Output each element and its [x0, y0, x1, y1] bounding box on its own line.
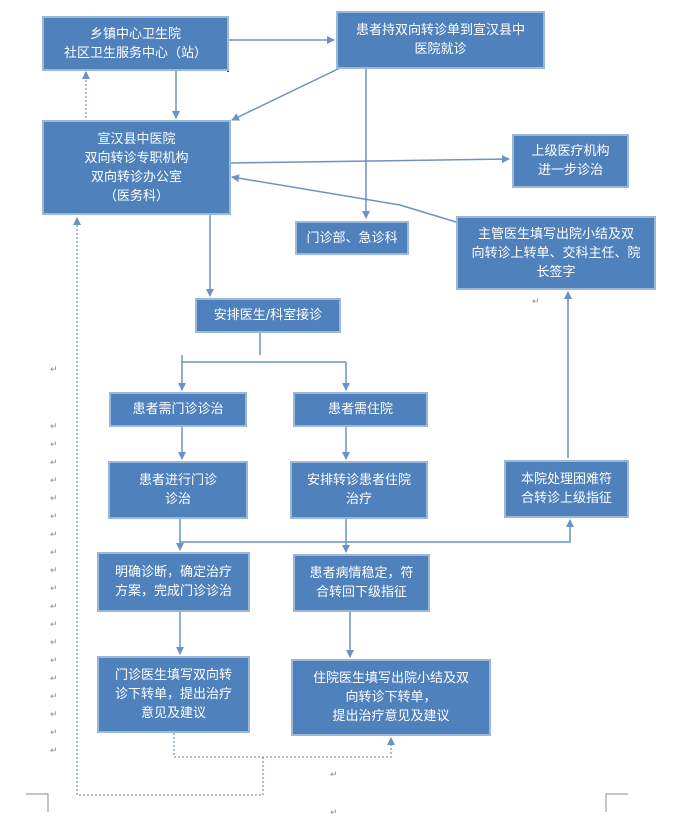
- paragraph-mark: ↵: [50, 620, 58, 630]
- node-outpatient-emergency: 门诊部、急诊科: [295, 221, 409, 255]
- node-arrange-inpatient: 安排转诊患者住院 治疗: [290, 461, 428, 519]
- paragraph-mark: ↵: [50, 458, 58, 468]
- node-township: 乡镇中心卫生院 社区卫生服务中心（站）: [42, 16, 229, 71]
- paragraph-mark: ↵: [50, 440, 58, 450]
- paragraph-mark: ↵: [50, 692, 58, 702]
- corner-mark-right: [605, 793, 628, 812]
- node-text: 社区卫生服务中心（站）: [63, 45, 207, 61]
- node-text: 宣汉县中医院: [97, 131, 176, 147]
- paragraph-mark: ↵: [50, 530, 58, 540]
- node-text: 提出治疗意见及建议: [332, 709, 450, 724]
- node-outpatient-doctor: 门诊医生填写双向转 诊下转单，提出治疗 意见及建议: [97, 656, 250, 733]
- node-text: 安排医生/科室接诊: [213, 308, 323, 323]
- node-text: 双向转诊办公室: [90, 169, 182, 185]
- node-text: 医院就诊: [414, 42, 467, 57]
- node-text: 门诊医生填写双向转: [114, 668, 232, 683]
- node-arrange: 安排医生/科室接诊: [195, 298, 341, 333]
- node-text: 患者病情稳定，符: [309, 566, 414, 581]
- node-need-inpatient: 患者需住院: [293, 392, 428, 427]
- node-stable: 患者病情稳定，符 合转回下级指征: [293, 554, 430, 612]
- node-text: 合转诊上级指征: [520, 491, 612, 506]
- node-text: 双向转诊专职机构: [84, 150, 189, 166]
- node-text: 主管医生填写出院小结及双: [477, 226, 634, 242]
- node-superior: 上级医疗机构 进一步诊治: [512, 134, 629, 188]
- node-text: 患者需住院: [327, 402, 393, 417]
- node-text: 长签字: [536, 264, 576, 280]
- node-need-outpatient: 患者需门诊诊治: [109, 392, 247, 427]
- paragraph-mark: ↵: [330, 770, 338, 780]
- node-text: 明确诊断，确定治疗: [114, 565, 232, 580]
- node-do-outpatient: 患者进行门诊 诊治: [108, 461, 248, 519]
- paragraph-mark: ↵: [50, 548, 58, 558]
- node-text: 患者持双向转诊单到宣汉县中: [355, 23, 525, 38]
- arrow-to-difficult: [179, 519, 574, 543]
- paragraph-mark: ↵: [50, 494, 58, 504]
- paragraph-mark: ↵: [50, 476, 58, 486]
- node-text: 意见及建议: [140, 706, 206, 721]
- node-text: 上级医疗机构: [531, 144, 610, 159]
- paragraph-mark: ↵: [50, 512, 58, 522]
- node-text: 向转诊上转单、交科主任、院: [471, 245, 641, 261]
- node-text: 诊下转单，提出治疗: [114, 687, 232, 702]
- node-text: 乡镇中心卫生院: [89, 26, 181, 42]
- node-attending-sign: 主管医生填写出院小结及双 向转诊上转单、交科主任、院 长签字: [456, 216, 656, 290]
- paragraph-mark: ↵: [50, 602, 58, 612]
- paragraph-mark: ↵: [50, 710, 58, 720]
- node-text: 安排转诊患者住院: [306, 473, 411, 488]
- paragraph-mark: ↵: [50, 365, 58, 375]
- node-text: 本院处理困难符: [520, 472, 612, 487]
- dotted-return-to-office: [73, 217, 264, 796]
- node-text: 治疗: [345, 492, 372, 507]
- node-text: 门诊部、急诊科: [306, 230, 398, 246]
- node-hospital-office: 宣汉县中医院 双向转诊专职机构 双向转诊办公室 （医务科）: [42, 120, 231, 215]
- node-inpatient-doctor: 住院医生填写出院小结及双 向转诊下转单， 提出治疗意见及建议: [291, 659, 491, 736]
- paragraph-mark: ↵: [50, 746, 58, 756]
- corner-mark-left: [26, 793, 49, 812]
- arrow-office-to-superior: [229, 155, 510, 164]
- node-text: 进一步诊治: [537, 163, 603, 178]
- paragraph-mark: ↵: [532, 297, 540, 307]
- node-text: （医务科）: [103, 188, 169, 204]
- paragraph-mark: ↵: [50, 638, 58, 648]
- arrow-referral-to-office: [231, 67, 341, 121]
- node-difficult: 本院处理困难符 合转诊上级指征: [504, 460, 629, 518]
- paragraph-mark: ↵: [50, 422, 58, 432]
- node-text: 患者进行门诊: [138, 473, 217, 488]
- arrow-attending-to-office: [231, 174, 457, 223]
- node-text: 合转回下级指征: [315, 585, 407, 600]
- paragraph-mark: ↵: [50, 584, 58, 594]
- node-text: 方案，完成门诊诊治: [114, 584, 232, 599]
- paragraph-mark: ↵: [330, 808, 338, 818]
- node-text: 患者需门诊诊治: [132, 402, 224, 417]
- paragraph-mark: ↵: [50, 674, 58, 684]
- paragraph-mark: ↵: [50, 656, 58, 666]
- node-patient-referral: 患者持双向转诊单到宣汉县中 医院就诊: [336, 11, 545, 69]
- node-text: 住院医生填写出院小结及双: [312, 671, 469, 686]
- paragraph-mark: ↵: [50, 566, 58, 576]
- node-text: 向转诊下转单，: [345, 690, 437, 705]
- node-text: 诊治: [164, 492, 191, 507]
- dotted-return-bottom: [173, 733, 395, 758]
- paragraph-mark: ↵: [50, 728, 58, 738]
- node-clear-diagnosis: 明确诊断，确定治疗 方案，完成门诊诊治: [97, 552, 250, 612]
